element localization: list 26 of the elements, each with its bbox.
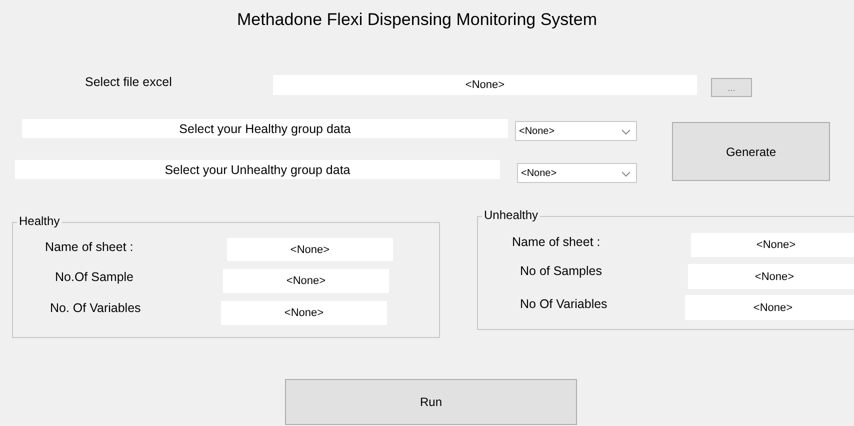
field-label: No Of Variables (520, 297, 608, 311)
field-label: No.Of Sample (55, 270, 134, 284)
text-field: <None> (691, 233, 854, 257)
field-label: No. Of Variables (50, 301, 141, 315)
group-title: Unhealthy (482, 208, 540, 222)
prompt-field: Select your Unhealthy group data (15, 160, 500, 179)
prompt-field: Select your Healthy group data (22, 119, 508, 138)
field-label: Name of sheet : (512, 235, 600, 249)
browse-button: ... (711, 78, 752, 97)
group-title: Healthy (17, 214, 62, 228)
dropdown (517, 163, 637, 183)
run-button: Run (285, 379, 577, 425)
text-field: <None> (223, 269, 389, 293)
window-title: Methadone Flexi Dispensing Monitoring System (237, 10, 598, 30)
text-field: <None> (688, 264, 854, 289)
generate-button: Generate (672, 122, 830, 181)
field-label: Select file excel (85, 75, 172, 89)
dropdown-value: <None> (521, 168, 557, 178)
dropdown-value: <None> (519, 126, 555, 136)
text-field: <None> (685, 295, 854, 320)
text-field: <None> (221, 301, 387, 325)
dropdown (515, 121, 637, 141)
text-field: <None> (227, 238, 393, 261)
file-path-field: <None> (273, 75, 697, 95)
field-label: Name of sheet : (45, 240, 134, 254)
field-label: No of Samples (520, 264, 602, 278)
